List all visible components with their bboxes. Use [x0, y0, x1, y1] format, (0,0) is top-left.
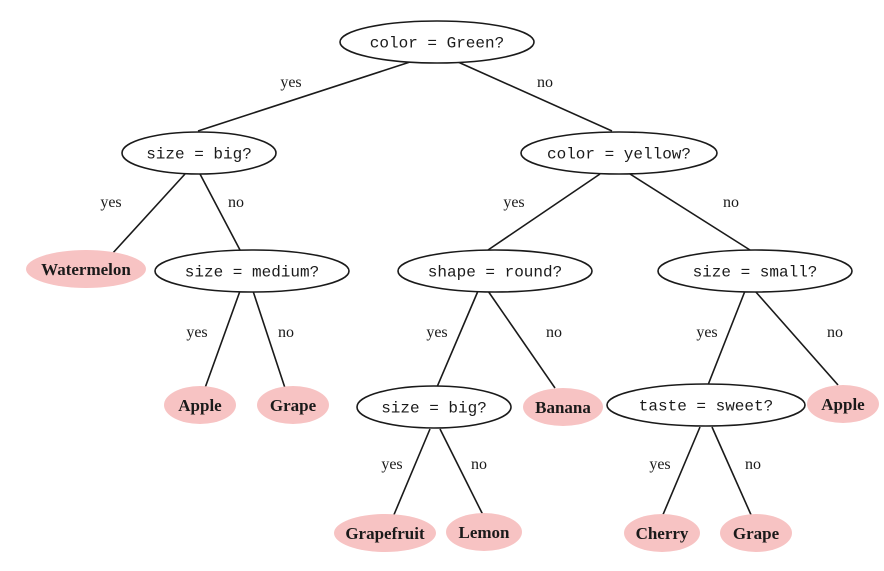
leaf-text: Cherry [636, 524, 689, 543]
edge-sizesmall-no [754, 290, 839, 386]
question-text: size = big? [381, 400, 487, 418]
edge-coloryellow-yes [487, 173, 601, 251]
edge-shaperound-yes [436, 290, 479, 388]
question-text: shape = round? [428, 264, 562, 282]
edge-sizebig-yes [111, 173, 186, 255]
edge-label-tastesweet-no: no [745, 456, 761, 473]
question-node-root: color = Green? [339, 20, 535, 64]
question-node-outline [154, 249, 350, 293]
leaf-node-watermelon: Watermelon [26, 250, 146, 288]
leaf-node-lemon: Lemon [446, 513, 522, 551]
leaf-node-fill [334, 514, 436, 552]
edge-label-shaperound-yes: yes [426, 324, 447, 341]
leaf-node-fill [446, 513, 522, 551]
question-text: size = big? [146, 146, 252, 164]
question-node-size-small: size = small? [657, 249, 853, 293]
leaf-node-fill [257, 386, 329, 424]
edge-label-coloryellow-yes: yes [503, 194, 524, 211]
edge-labels: yes no yes no yes no yes no yes no yes n… [100, 74, 843, 473]
edge-label-coloryellow-no: no [723, 194, 739, 211]
edge-label-root-yes: yes [280, 74, 301, 91]
edge-label-sizesmall-no: no [827, 324, 843, 341]
edge-root-yes [197, 61, 411, 132]
leaf-node-fill [624, 514, 700, 552]
edge-label-sizebig-no: no [228, 194, 244, 211]
leaf-node-fill [807, 385, 879, 423]
leaf-text: Grape [733, 524, 780, 543]
question-node-outline [397, 249, 593, 293]
edge-label-root-no: no [537, 74, 553, 91]
edges [111, 61, 839, 518]
question-node-outline [339, 20, 535, 64]
leaf-text: Apple [178, 396, 222, 415]
edge-sizemedium-yes [204, 290, 241, 389]
edge-root-no [457, 61, 613, 132]
question-text: color = yellow? [547, 146, 691, 164]
edge-sizebig2-yes [392, 428, 431, 518]
question-node-color-yellow: color = yellow? [520, 131, 718, 175]
leaf-text: Watermelon [41, 260, 131, 279]
edge-tastesweet-no [711, 426, 753, 518]
edge-label-shaperound-no: no [546, 324, 562, 341]
question-node-taste-sweet: taste = sweet? [606, 383, 806, 427]
edge-label-sizebig2-no: no [471, 456, 487, 473]
leaf-node-grape-right: Grape [720, 514, 792, 552]
leaf-node-fill [523, 388, 603, 426]
edge-label-tastesweet-yes: yes [649, 456, 670, 473]
question-node-size-big-middle: size = big? [356, 385, 512, 429]
question-text: taste = sweet? [639, 398, 773, 416]
edge-sizesmall-yes [707, 290, 746, 386]
edge-label-sizebig-yes: yes [100, 194, 121, 211]
leaf-node-fill [164, 386, 236, 424]
leaf-node-fill [720, 514, 792, 552]
leaf-node-fill [26, 250, 146, 288]
leaf-text: Apple [821, 395, 865, 414]
leaf-node-banana: Banana [523, 388, 603, 426]
leaf-node-grapefruit: Grapefruit [334, 514, 436, 552]
edge-sizebig2-no [439, 428, 484, 516]
question-node-outline [520, 131, 718, 175]
leaf-node-cherry: Cherry [624, 514, 700, 552]
edge-sizemedium-no [252, 290, 286, 389]
question-text: color = Green? [370, 35, 504, 53]
edge-label-sizesmall-yes: yes [696, 324, 717, 341]
edge-label-sizemedium-yes: yes [186, 324, 207, 341]
question-text: size = small? [693, 264, 818, 282]
leaf-text: Banana [535, 398, 591, 417]
question-node-shape-round: shape = round? [397, 249, 593, 293]
question-node-outline [121, 131, 277, 175]
edge-coloryellow-no [629, 173, 751, 251]
leaf-text: Lemon [459, 523, 511, 542]
question-node-outline [356, 385, 512, 429]
question-node-size-big-left: size = big? [121, 131, 277, 175]
leaf-text: Grape [270, 396, 317, 415]
edge-shaperound-no [487, 290, 556, 389]
question-node-outline [606, 383, 806, 427]
edge-sizebig-no [199, 173, 241, 251]
leaf-node-apple-right: Apple [807, 385, 879, 423]
leaf-node-apple-left: Apple [164, 386, 236, 424]
leaf-text: Grapefruit [345, 524, 425, 543]
edge-label-sizemedium-no: no [278, 324, 294, 341]
edge-tastesweet-yes [661, 426, 701, 518]
question-node-outline [657, 249, 853, 293]
leaf-node-grape-left: Grape [257, 386, 329, 424]
edge-label-sizebig2-yes: yes [381, 456, 402, 473]
question-node-size-medium: size = medium? [154, 249, 350, 293]
question-text: size = medium? [185, 264, 319, 282]
